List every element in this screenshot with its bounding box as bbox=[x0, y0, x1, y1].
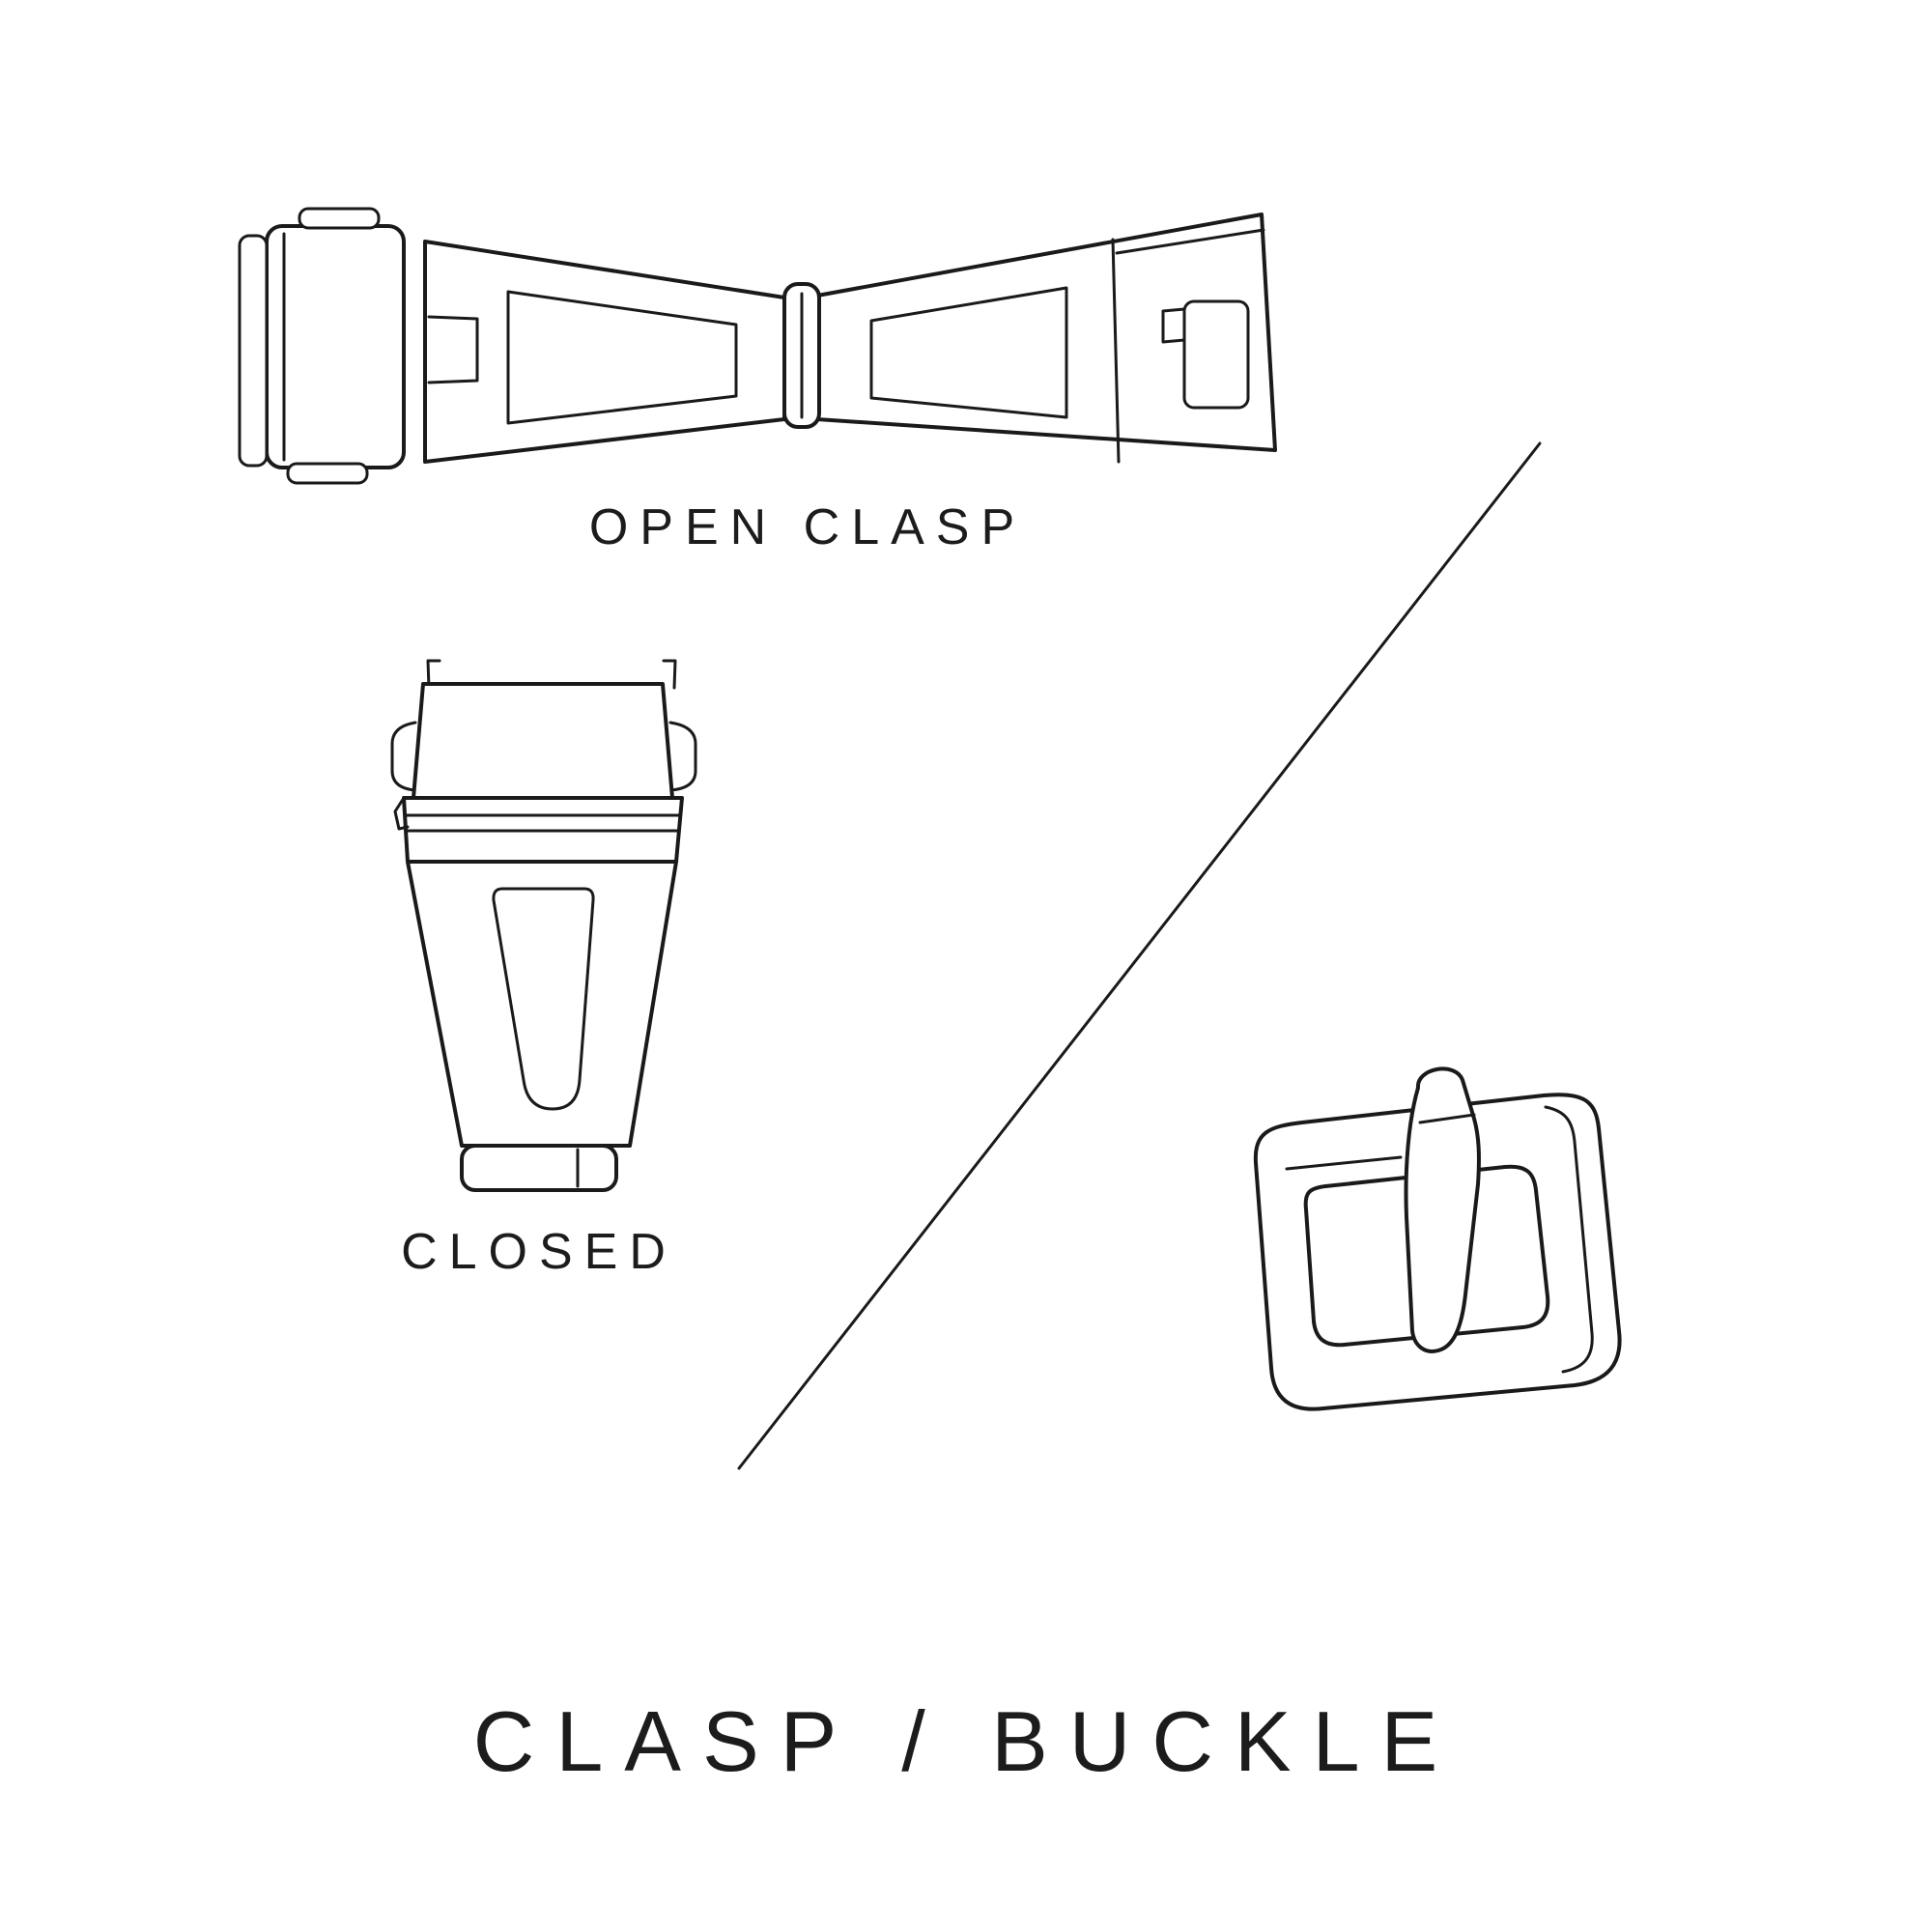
closed-clasp-body-inner bbox=[494, 889, 593, 1109]
closed-clasp-right-prong bbox=[664, 661, 675, 688]
buckle-pin-bar bbox=[1287, 1157, 1401, 1169]
open-clasp-left-band bbox=[425, 242, 784, 462]
buckle-inner-opening bbox=[1306, 1167, 1548, 1346]
diagram-title: CLASP / BUCKLE bbox=[472, 1693, 1460, 1789]
open-clasp-right-cap-divider bbox=[1113, 240, 1119, 462]
open-clasp-illustration bbox=[240, 209, 1275, 483]
divider-line bbox=[739, 443, 1540, 1468]
open-clasp-release-hook bbox=[1163, 309, 1184, 342]
open-clasp-label: OPEN CLASP bbox=[588, 499, 1027, 555]
closed-clasp-body bbox=[408, 862, 676, 1146]
open-clasp-left-band-inner bbox=[508, 292, 736, 423]
open-clasp-end-link-bottom-tab bbox=[288, 464, 367, 483]
closed-clasp-cover bbox=[413, 684, 672, 798]
closed-clasp-band-fold bbox=[395, 798, 408, 829]
open-clasp-right-cap-top-edge bbox=[1117, 230, 1264, 253]
closed-label: CLOSED bbox=[401, 1224, 677, 1280]
closed-clasp-bottom-cap bbox=[462, 1146, 616, 1190]
open-clasp-left-notch bbox=[429, 317, 477, 383]
open-clasp-end-link-top-tab bbox=[299, 209, 379, 228]
buckle-tang-fold-line bbox=[1420, 1115, 1474, 1122]
closed-clasp-left-ear bbox=[392, 723, 415, 790]
closed-clasp-illustration bbox=[392, 661, 696, 1190]
buckle-frame-side-edge bbox=[1546, 1107, 1592, 1372]
closed-clasp-left-prong bbox=[428, 661, 440, 688]
open-clasp-release-cutout bbox=[1184, 301, 1248, 408]
closed-clasp-right-ear bbox=[670, 723, 696, 790]
open-clasp-right-band-inner bbox=[871, 288, 1066, 417]
buckle-tang bbox=[1406, 1068, 1479, 1351]
tang-buckle-illustration bbox=[1256, 1068, 1620, 1408]
open-clasp-end-link-side bbox=[240, 236, 267, 466]
open-clasp-end-link bbox=[267, 226, 404, 468]
